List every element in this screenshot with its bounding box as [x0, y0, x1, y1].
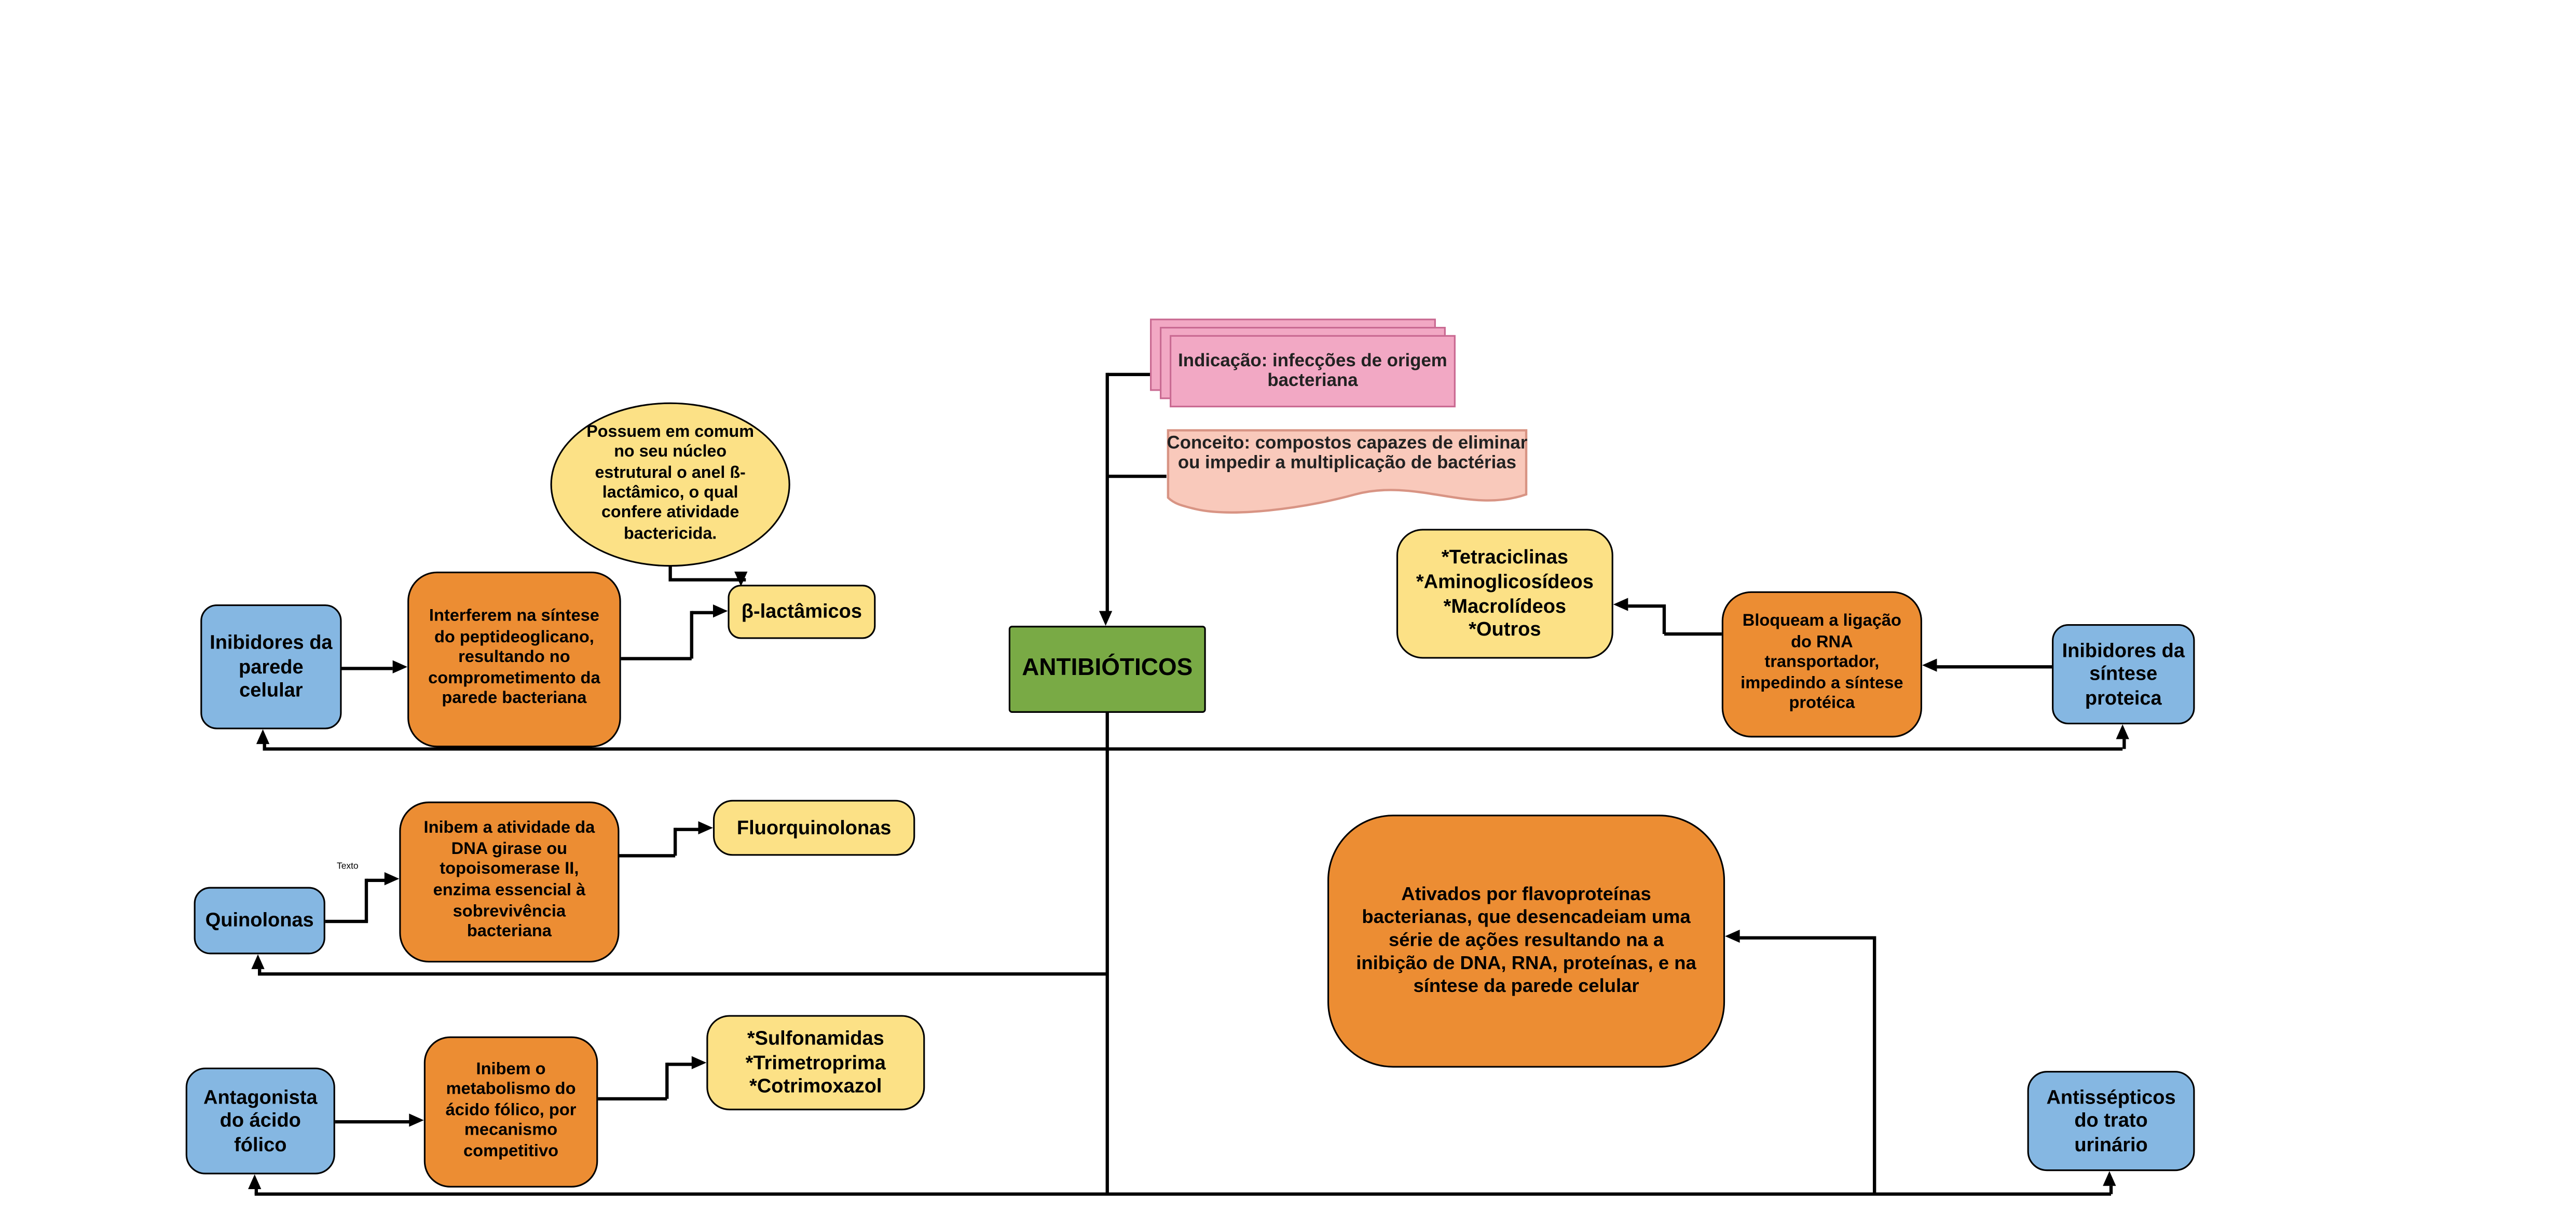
node-inibem-dna-girase[interactable]: Inibem a atividade da DNA girase ou topo…: [399, 801, 620, 963]
note-indicacao[interactable]: Indicação: infecções de origem bacterian…: [1170, 335, 1456, 408]
connector-line: [667, 1063, 693, 1066]
node-inibidores-parede-celular[interactable]: Inibidores da parede celular: [200, 604, 342, 729]
connector-line: [1873, 936, 1876, 1194]
connector-line: [668, 565, 672, 580]
node-sulfonamidas-list[interactable]: *Sulfonamidas *Trimetroprima *Cotrimoxaz…: [706, 1015, 925, 1111]
node-label: *Tetraciclinas *Aminoglicosídeos *Macrol…: [1416, 545, 1594, 641]
connector-line: [254, 1189, 257, 1194]
node-antagonista-acido-folico[interactable]: Antagonista do ácido fólico: [185, 1067, 335, 1175]
arrowhead: [1099, 611, 1113, 626]
node-label: Inibidores da parede celular: [210, 630, 333, 702]
connector-line: [258, 972, 1107, 975]
node-label: Antagonista do ácido fólico: [203, 1085, 318, 1156]
connector-line: [1107, 474, 1167, 477]
node-quinolonas[interactable]: Quinolonas: [194, 887, 325, 955]
ellipse-nucleo-beta-lactamico[interactable]: Possuem em comum no seu núcleo estrutura…: [550, 402, 790, 567]
connector-line: [335, 1120, 411, 1123]
arrowhead: [256, 729, 270, 745]
connector-line: [341, 667, 393, 670]
connector-line: [1739, 936, 1875, 939]
connector-line: [1628, 604, 1664, 608]
connector-line: [619, 854, 676, 857]
arrowhead: [1922, 658, 1937, 672]
node-bloqueiam-rna-transportador[interactable]: Bloqueam a ligação do RNA transportador,…: [1721, 591, 1922, 738]
connector-line: [366, 878, 386, 881]
arrowhead: [392, 660, 408, 673]
node-inibem-metabolismo-acido-folico[interactable]: Inibem o metabolismo do ácido fólico, po…: [423, 1036, 598, 1188]
node-tetraciclinas-list[interactable]: *Tetraciclinas *Aminoglicosídeos *Macrol…: [1396, 529, 1613, 659]
arrowhead: [248, 1174, 262, 1190]
arrowhead: [409, 1113, 424, 1127]
arrowhead: [691, 1056, 707, 1069]
node-label: Ativados por flavoproteínas bacterianas,…: [1356, 885, 1696, 997]
arrowhead: [1613, 598, 1628, 611]
connector-line: [1107, 373, 1170, 376]
arrowhead: [2103, 1171, 2116, 1186]
connector-line: [258, 969, 261, 974]
node-label: ANTIBIÓTICOS: [1022, 655, 1193, 681]
connector-line: [665, 1063, 668, 1099]
node-label: Fluorquinolonas: [736, 816, 892, 839]
node-label: Antissépticos do trato urinário: [2046, 1085, 2176, 1156]
node-label: Interferem na síntese do peptideoglicano…: [428, 608, 600, 709]
node-antibioticos[interactable]: ANTIBIÓTICOS: [1008, 626, 1206, 713]
wave-shape-icon: [1167, 429, 1528, 514]
arrowhead: [734, 571, 748, 587]
connector-line: [364, 878, 367, 922]
connector-line: [325, 919, 368, 922]
node-antissepticos-trato-urinario[interactable]: Antissépticos do trato urinário: [2027, 1071, 2195, 1171]
connector-line: [1105, 712, 1108, 1194]
node-interferem-sintese-peptideoglicano[interactable]: Interferem na síntese do peptideoglicano…: [407, 571, 621, 748]
node-label: Inibidores da síntese proteica: [2062, 638, 2185, 710]
connector-line: [263, 747, 2123, 750]
note-label: Conceito: compostos capazes de eliminar …: [1167, 433, 1528, 473]
node-label: Possuem em comum no seu núcleo estrutura…: [586, 423, 754, 544]
node-label: Bloqueam a ligação do RNA transportador,…: [1741, 613, 1903, 713]
node-label: Inibem o metabolismo do ácido fólico, po…: [445, 1060, 577, 1161]
node-label: *Sulfonamidas *Trimetroprima *Cotrimoxaz…: [745, 1026, 886, 1098]
node-ativados-flavoproteinas[interactable]: Ativados por flavoproteínas bacterianas,…: [1327, 815, 1725, 1068]
connector-line: [621, 657, 692, 660]
arrowhead: [698, 821, 713, 835]
connector-line: [673, 828, 677, 856]
node-label: Quinolonas: [205, 908, 314, 932]
connector-line: [1105, 373, 1108, 613]
node-label: Inibem a atividade da DNA girase ou topo…: [423, 820, 595, 942]
arrowhead: [384, 872, 400, 886]
node-beta-lactamicos[interactable]: β-lactâmicos: [728, 585, 876, 639]
arrowhead: [251, 954, 265, 969]
connector-line: [668, 578, 746, 581]
connector-line: [2122, 739, 2126, 749]
node-label: β-lactâmicos: [741, 600, 862, 623]
connector-line: [598, 1097, 667, 1100]
arrowhead: [1725, 929, 1740, 943]
node-inibidores-sintese-proteica[interactable]: Inibidores da síntese proteica: [2052, 624, 2195, 725]
connector-line: [675, 828, 700, 831]
connector-line: [1662, 604, 1665, 634]
connector-line: [690, 611, 693, 659]
node-fluorquinolonas[interactable]: Fluorquinolonas: [712, 800, 915, 856]
connector-line: [1937, 665, 2052, 668]
connector-line: [1664, 632, 1722, 635]
arrowhead: [712, 604, 728, 618]
note-label: Indicação: infecções de origem bacterian…: [1178, 351, 1447, 391]
connector-text-label[interactable]: Texto: [336, 862, 359, 873]
connector-line: [691, 611, 713, 614]
connector-line: [263, 739, 266, 749]
connector-line: [254, 1192, 2112, 1195]
arrowhead: [2116, 724, 2129, 739]
note-conceito[interactable]: Conceito: compostos capazes de eliminar …: [1167, 429, 1528, 519]
connector-line: [2109, 1186, 2112, 1194]
